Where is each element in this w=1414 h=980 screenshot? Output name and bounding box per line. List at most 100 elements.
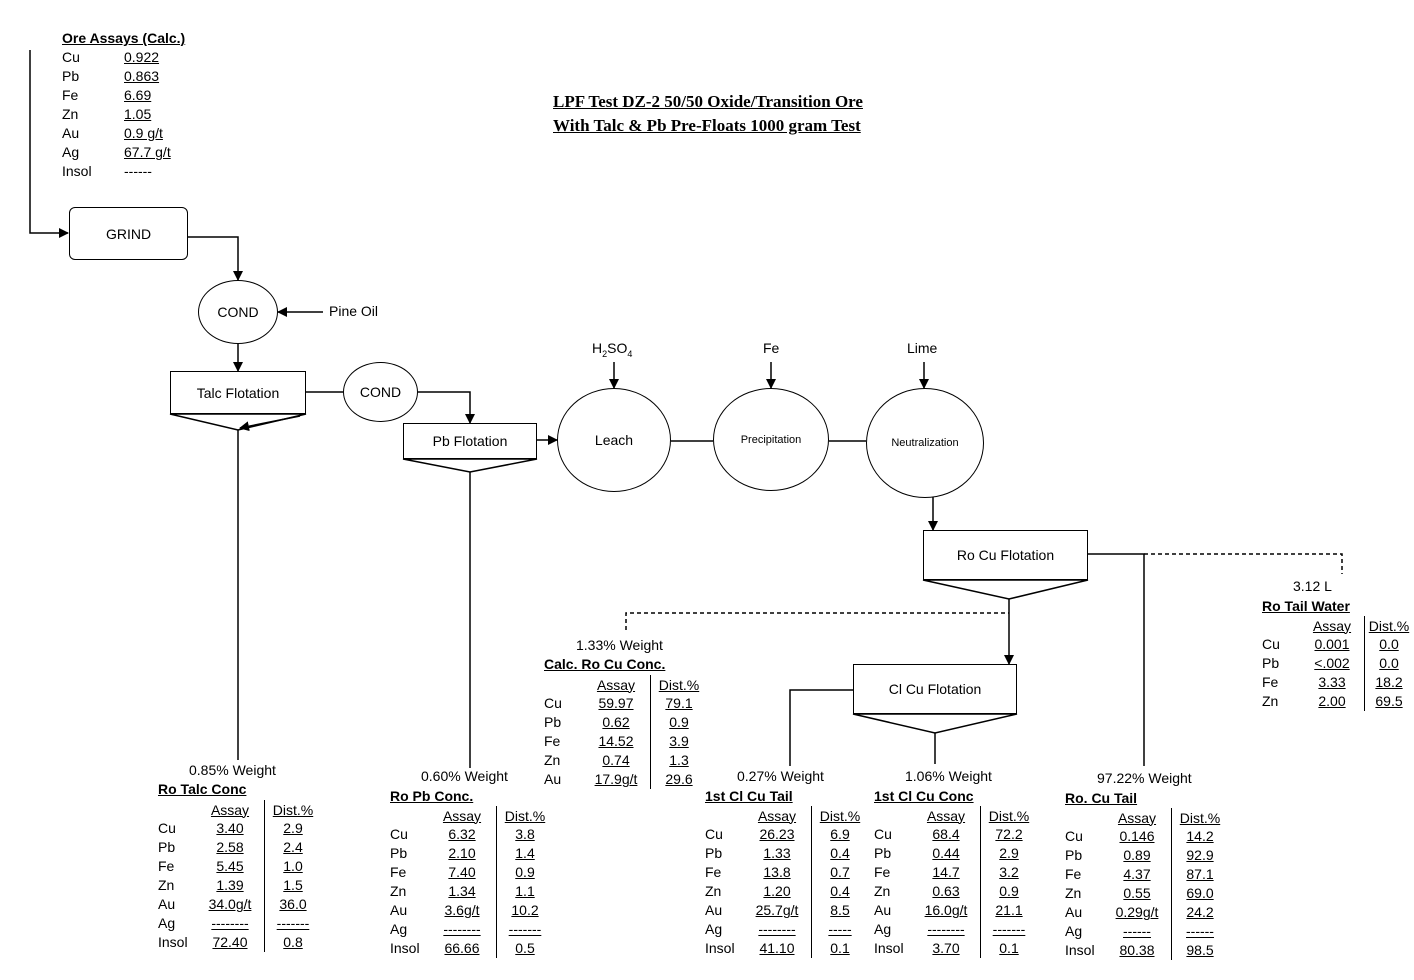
rocu-tail-line [1088,553,1145,766]
assay-cell: 66.66 [428,939,497,958]
element-cell: Zn [1262,693,1279,709]
dist-cell: 3.2 [999,864,1019,880]
dist-cell: 3.9 [669,733,689,749]
dist-cell: 1.5 [283,877,303,893]
table-row: Ag--------------- [388,920,553,939]
assay-cell: 59.97 [582,694,651,713]
dist-cell: 0.1 [999,940,1019,956]
element-cell: Au [874,902,892,918]
dist-cell: 79.1 [665,695,693,711]
element-cell: Ag [390,921,408,937]
element-cell: Au [544,771,562,787]
grind-unit: GRIND [69,207,188,260]
element-cell: Au [390,902,408,918]
assay-cell: 0.63 [912,882,981,901]
dist-cell: 0.4 [830,883,850,899]
element-cell: Cu [390,826,408,842]
text-part: 2 [602,348,608,359]
talc-name: Ro Talc Conc [158,781,247,797]
table-row: Insol------ [60,162,173,181]
dist-header: Dist.% [988,807,1030,824]
cl-conc-name: 1st Cl Cu Conc [874,788,974,804]
assay-cell: 0.74 [582,751,651,770]
assay-cell: 0.001 [1300,635,1365,654]
assay-cell: 72.40 [196,933,265,952]
element-cell [703,806,743,825]
cl-cu-flotation-unit: Cl Cu Flotation [853,664,1017,714]
assay-cell: 2.58 [196,838,265,857]
precipitation-unit: Precipitation [713,388,829,491]
talc-triangle [169,413,307,431]
element-cell: Ag [874,921,892,937]
text-part: H [592,340,603,356]
dist-cell: 0.9 [515,864,535,880]
dist-cell: 6.9 [830,826,850,842]
assay-header: Assay [1300,616,1365,635]
assay-cell: -------- [196,914,265,933]
element-cell: Pb [705,845,723,861]
cl-tail-line [789,689,853,766]
ore-value: 67.7 g/t [124,144,171,160]
element-cell: Insol [390,940,420,956]
cl-tail-name: 1st Cl Cu Tail [705,788,793,804]
dist-cell: ----- [828,921,852,937]
element-cell: Cu [544,695,562,711]
assay-cell: 0.29g/t [1103,903,1172,922]
element-cell: Au [1065,904,1083,920]
dist-cell: 0.8 [283,934,303,950]
dist-cell: 69.0 [1186,885,1214,901]
element-cell: Ag [705,921,723,937]
lime-label: Lime [907,340,938,356]
talc-weight: 0.85% Weight [189,762,276,778]
assay-cell: 3.70 [912,939,981,958]
element-cell: Fe [874,864,891,880]
element-cell: Zn [158,877,175,893]
dist-cell: 18.2 [1375,674,1403,690]
ro-cu-flotation-label: Ro Cu Flotation [956,547,1055,563]
dist-cell: 1.1 [515,883,535,899]
assay-cell: -------- [912,920,981,939]
assay-cell: -------- [428,920,497,939]
dist-cell: ------- [992,921,1026,937]
assay-cell: 0.44 [912,844,981,863]
assay-cell: 5.45 [196,857,265,876]
assay-cell: 0.62 [582,713,651,732]
ore-value: 1.05 [124,106,152,122]
dist-cell: 0.0 [1379,655,1399,671]
text-part: 4 [627,348,633,359]
pb-triangle [402,458,538,473]
assay-header: Assay [912,806,981,825]
pb-weight: 0.60% Weight [421,768,508,784]
dist-cell: 2.4 [283,839,303,855]
assay-cell: 14.52 [582,732,651,751]
ro-tail-name: Ro. Cu Tail [1065,790,1138,806]
talc-flotation-label: Talc Flotation [196,384,280,401]
element-cell: Zn [1065,885,1082,901]
element-cell: Insol [705,940,735,956]
element-cell: Zn [705,883,722,899]
cond2-to-pb [418,391,475,424]
element-label: Fe [62,87,79,103]
title-line-2: With Talc & Pb Pre-Floats 1000 gram Test [553,116,861,135]
